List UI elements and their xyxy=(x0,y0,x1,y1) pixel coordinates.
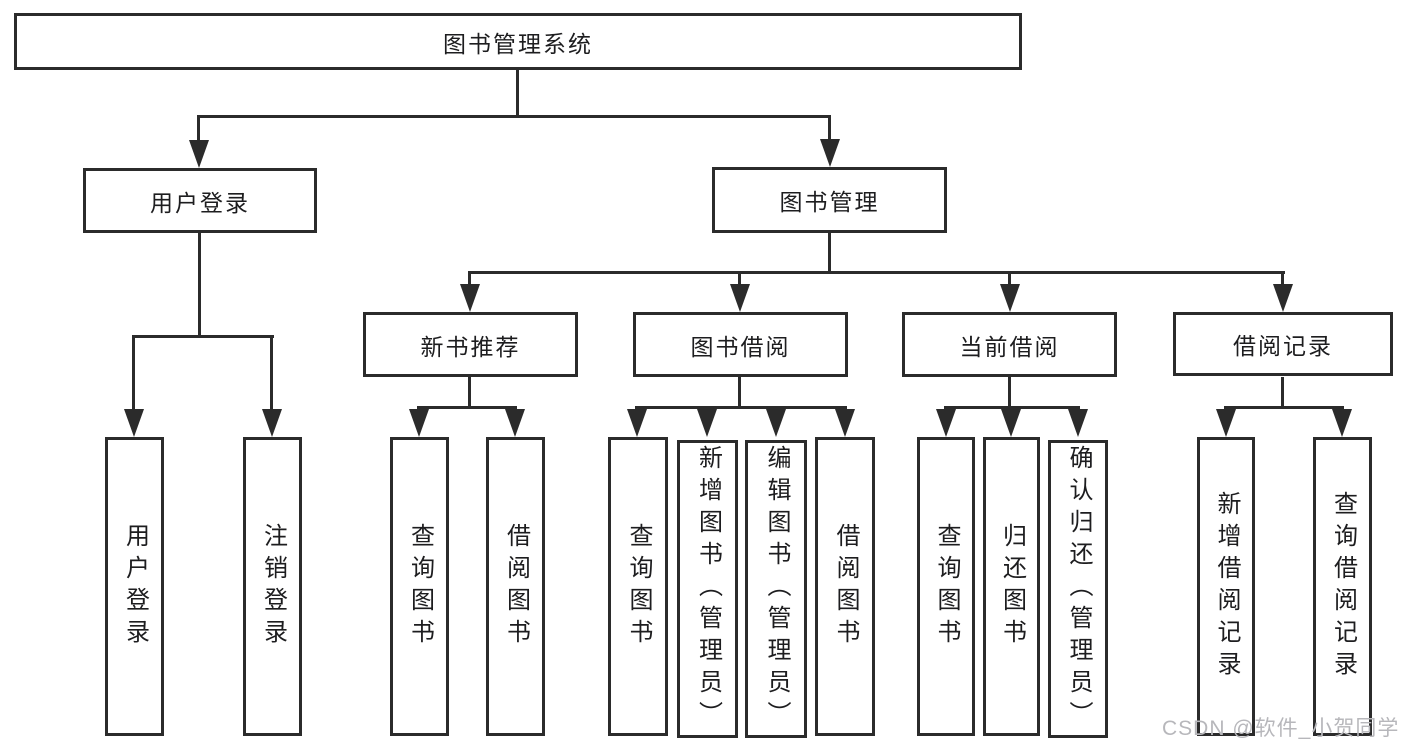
arrow-down-icon xyxy=(505,409,525,437)
arrow-down-icon xyxy=(1068,409,1088,437)
connector-line xyxy=(468,271,1285,274)
node-library-management-system: 图书管理系统 xyxy=(14,13,1022,70)
connector-line xyxy=(828,118,831,139)
arrow-down-icon xyxy=(766,409,786,437)
leaf-logout: 注销登录 xyxy=(243,437,302,736)
node-user-login: 用户登录 xyxy=(83,168,317,233)
connector-line xyxy=(738,274,741,284)
arrow-down-icon xyxy=(1001,409,1021,437)
arrow-down-icon xyxy=(1000,284,1020,312)
connector-line xyxy=(1008,274,1011,284)
leaf-label: 查询图书 xyxy=(625,522,652,651)
connector-line xyxy=(468,274,471,284)
arrow-down-icon xyxy=(1332,409,1352,437)
node-book-management: 图书管理 xyxy=(712,167,947,233)
leaf-confirm-return-admin: 确认归还（管理员） xyxy=(1048,440,1108,738)
csdn-watermark: CSDN @软件_小贺同学 xyxy=(1162,717,1400,740)
connector-line xyxy=(132,338,135,409)
arrow-down-icon xyxy=(189,140,209,168)
arrow-down-icon xyxy=(1216,409,1236,437)
leaf-query-books-borrow: 查询图书 xyxy=(608,437,668,736)
leaf-query-borrow-record: 查询借阅记录 xyxy=(1313,437,1372,736)
connector-line xyxy=(1281,274,1284,284)
node-new-book-recommendation: 新书推荐 xyxy=(363,312,578,377)
leaf-borrow-books: 借阅图书 xyxy=(815,437,875,736)
arrow-down-icon xyxy=(730,284,750,312)
arrow-down-icon xyxy=(124,409,144,437)
connector-line xyxy=(197,115,831,118)
leaf-query-books-current: 查询图书 xyxy=(917,437,975,736)
connector-line xyxy=(198,233,201,335)
arrow-down-icon xyxy=(936,409,956,437)
connector-line xyxy=(516,70,519,116)
connector-line xyxy=(197,118,200,140)
leaf-return-books: 归还图书 xyxy=(983,437,1040,736)
leaf-borrow-books-recommend: 借阅图书 xyxy=(486,437,545,736)
connector-line xyxy=(1224,406,1344,409)
arrow-down-icon xyxy=(460,284,480,312)
leaf-add-borrow-record: 新增借阅记录 xyxy=(1197,437,1255,736)
connector-line xyxy=(1008,377,1011,406)
arrow-down-icon xyxy=(627,409,647,437)
leaf-label: 归还图书 xyxy=(998,522,1026,651)
leaf-label: 用户登录 xyxy=(121,522,149,651)
connector-line xyxy=(270,338,273,409)
leaf-add-books-admin: 新增图书（管理员） xyxy=(677,440,738,738)
arrow-down-icon xyxy=(697,409,717,437)
leaf-label: 注销登录 xyxy=(259,522,287,651)
leaf-label: 借阅图书 xyxy=(502,522,530,651)
connector-line xyxy=(944,406,1080,409)
leaf-label: 新增图书（管理员） xyxy=(694,445,722,733)
node-current-borrowing: 当前借阅 xyxy=(902,312,1117,377)
connector-line xyxy=(828,233,831,271)
arrow-down-icon xyxy=(820,139,840,167)
connector-line xyxy=(738,377,741,406)
arrow-down-icon xyxy=(1273,284,1293,312)
connector-line xyxy=(468,377,471,406)
leaf-label: 查询图书 xyxy=(406,522,434,651)
connector-line xyxy=(132,335,274,338)
leaf-query-books-recommend: 查询图书 xyxy=(390,437,449,736)
leaf-label: 新增借阅记录 xyxy=(1213,490,1240,683)
leaf-label: 编辑图书（管理员） xyxy=(763,445,790,733)
connector-line xyxy=(1281,377,1284,406)
arrow-down-icon xyxy=(409,409,429,437)
leaf-label: 借阅图书 xyxy=(832,522,859,651)
connector-line xyxy=(417,406,517,409)
leaf-label: 确认归还（管理员） xyxy=(1065,445,1092,733)
node-borrowing-records: 借阅记录 xyxy=(1173,312,1393,376)
arrow-down-icon xyxy=(262,409,282,437)
leaf-label: 查询图书 xyxy=(933,522,960,651)
leaf-label: 查询借阅记录 xyxy=(1329,490,1357,683)
arrow-down-icon xyxy=(835,409,855,437)
connector-line xyxy=(635,406,847,409)
node-book-borrowing: 图书借阅 xyxy=(633,312,848,377)
leaf-user-login: 用户登录 xyxy=(105,437,164,736)
leaf-edit-books-admin: 编辑图书（管理员） xyxy=(745,440,807,738)
